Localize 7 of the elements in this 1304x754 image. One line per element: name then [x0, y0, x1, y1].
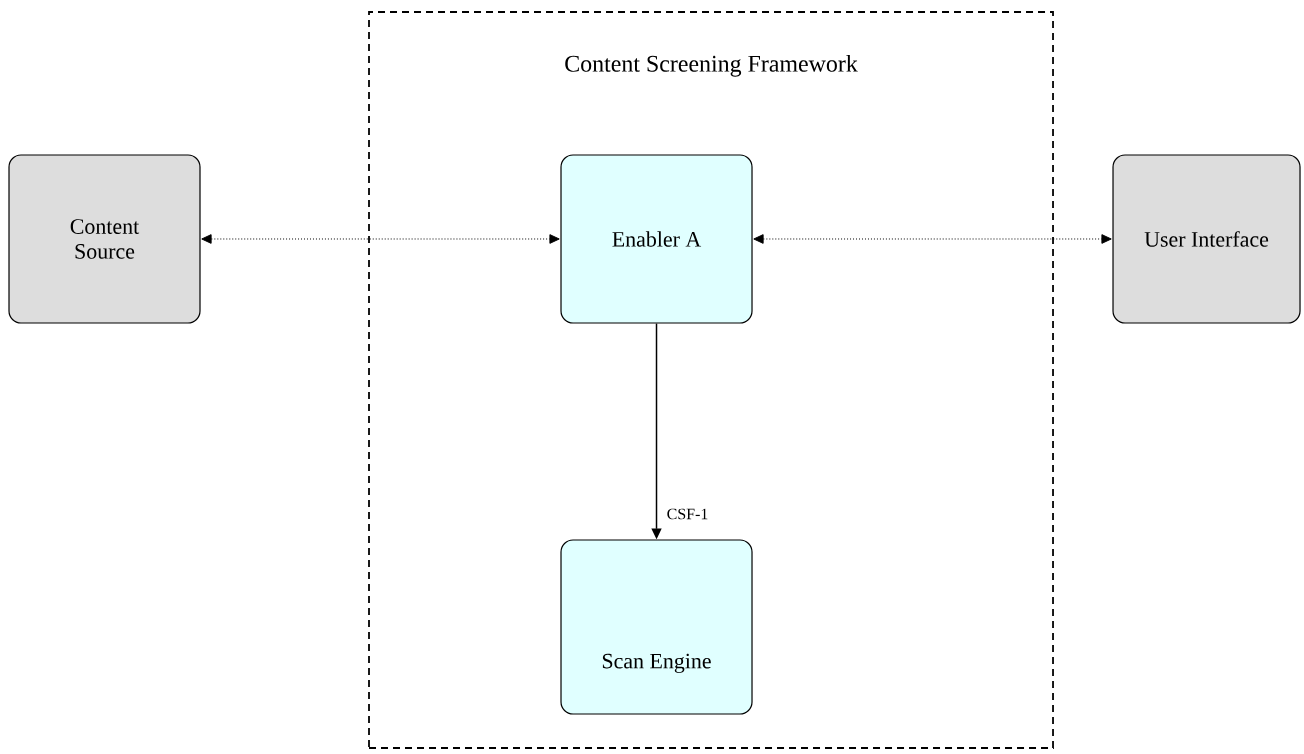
component-box: Enabler A	[560, 154, 753, 324]
arrow	[753, 234, 1112, 244]
edge-label: CSF-1	[664, 506, 711, 522]
component-box: Scan Engine	[560, 539, 753, 715]
arrow	[201, 234, 560, 244]
external-box: User Interface	[1112, 154, 1301, 324]
external-box: Content Source	[8, 154, 201, 324]
